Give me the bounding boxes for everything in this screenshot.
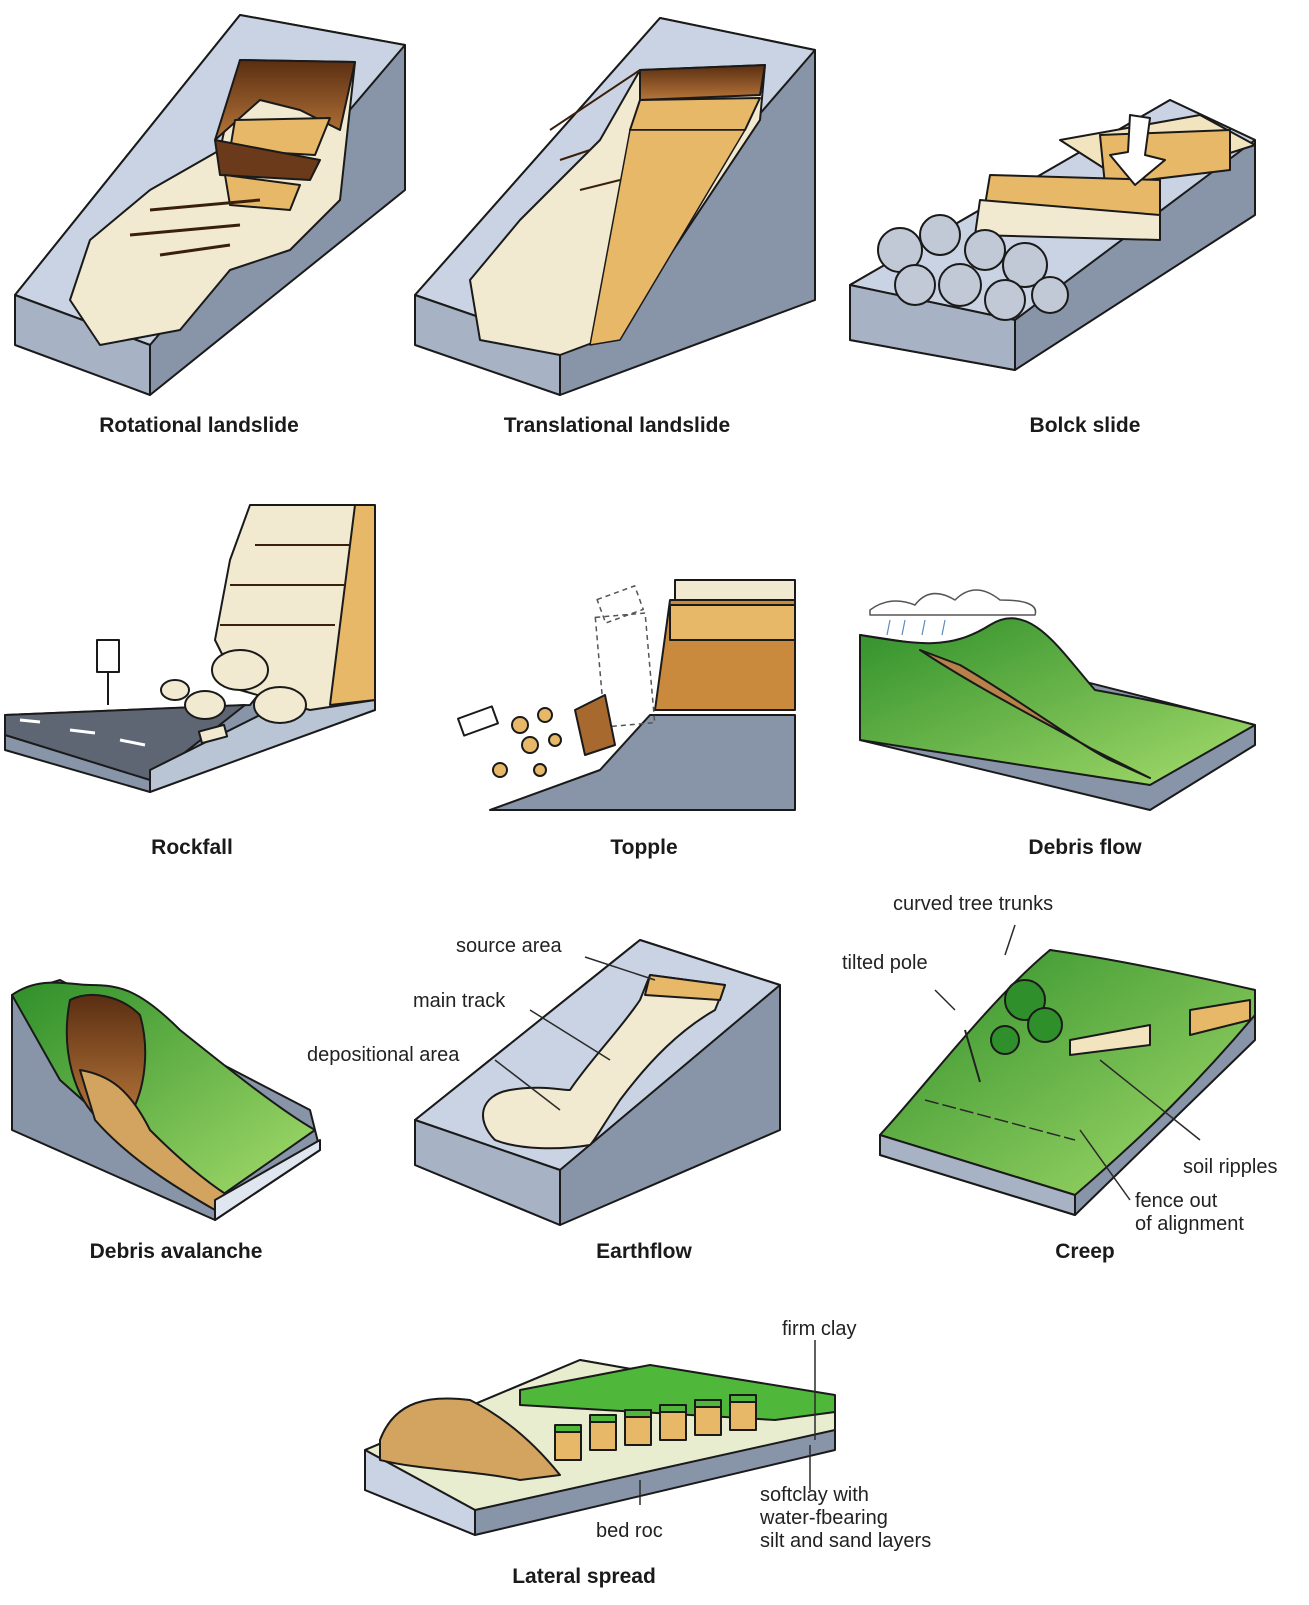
debris-avalanche-diagram (11, 979, 321, 1221)
earthflow-diagram (414, 939, 781, 1226)
leader-soil-ripples (1099, 1059, 1201, 1141)
label-main-track: main track (413, 990, 506, 1012)
leader-depositional-area (494, 1059, 561, 1111)
label-source-area: source area (456, 935, 562, 957)
label-fence-out: fence out (1135, 1190, 1218, 1212)
caption-topple: Topple (610, 836, 678, 859)
caption-earthflow: Earthflow (596, 1240, 692, 1263)
debris-flow-diagram (859, 589, 1256, 811)
leader-main-track (529, 1009, 611, 1061)
caption-translational-landslide: Translational landslide (503, 414, 731, 437)
label-silt-sand-layers: silt and sand layers (760, 1530, 932, 1552)
label-soil-ripples: soil ripples (1183, 1156, 1278, 1178)
label-curved-tree-trunks: curved tree trunks (893, 893, 1054, 915)
rotational-landslide-diagram (14, 14, 406, 396)
translational-landslide-diagram (414, 17, 816, 396)
leader-lines (494, 924, 1201, 1505)
lateral-spread-diagram (364, 1359, 836, 1536)
block-slide-diagram (849, 99, 1256, 371)
label-bed-roc: bed roc (596, 1520, 663, 1542)
label-of-alignment: of alignment (1135, 1213, 1244, 1235)
caption-debris-flow: Debris flow (1028, 836, 1142, 859)
caption-lateral-spread: Lateral spread (512, 1565, 656, 1588)
label-depositional-area: depositional area (307, 1044, 460, 1066)
caption-rockfall: Rockfall (151, 836, 233, 859)
caption-creep: Creep (1055, 1240, 1115, 1263)
topple-diagram (457, 579, 796, 811)
label-water-bearing: water-fbearing (760, 1507, 888, 1529)
creep-diagram (879, 949, 1256, 1216)
leader-tilted-pole (934, 989, 956, 1011)
label-softclay-with: softclay with (760, 1484, 869, 1506)
leader-fence (1079, 1129, 1131, 1201)
label-tilted-pole: tilted pole (842, 952, 928, 974)
label-firm-clay: firm clay (782, 1318, 857, 1340)
rockfall-diagram (4, 504, 376, 793)
caption-rotational-landslide: Rotational landslide (99, 414, 299, 437)
leader-source-area (584, 956, 656, 981)
leader-curved-tree-trunks (1004, 924, 1016, 956)
caption-block-slide: Bolck slide (1029, 414, 1141, 437)
caption-debris-avalanche: Debris avalanche (89, 1240, 263, 1263)
